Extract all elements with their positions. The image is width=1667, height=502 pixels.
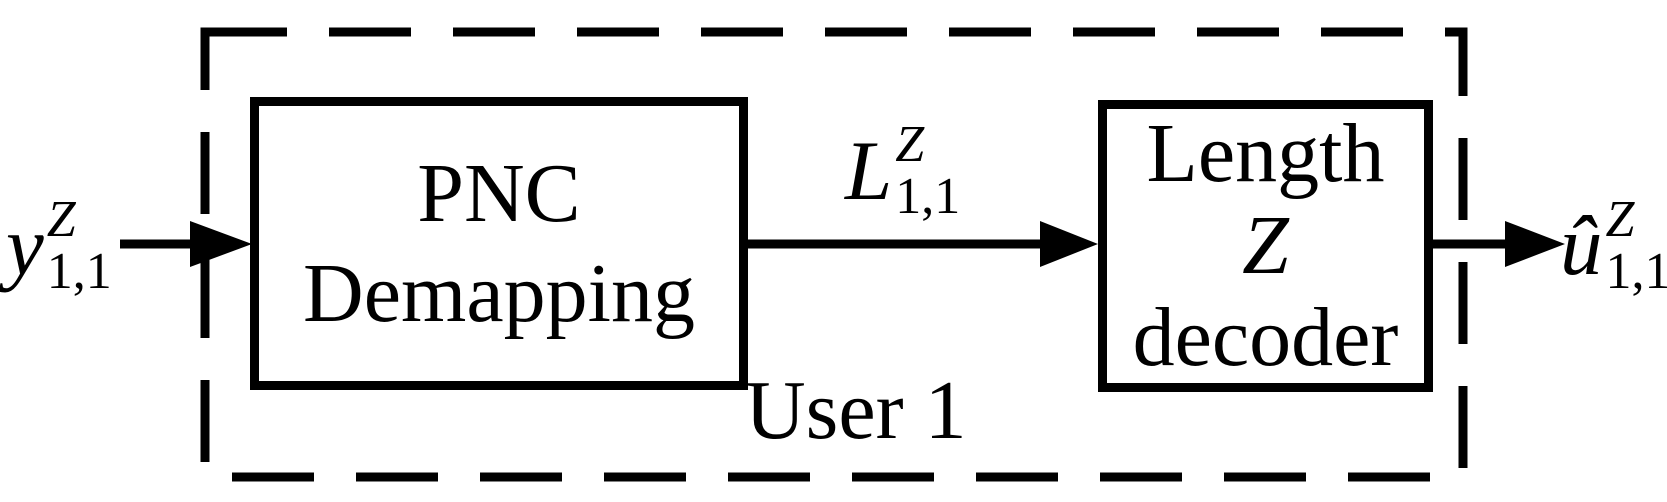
pnc-demapping-label-line1: PNC bbox=[417, 146, 581, 240]
input-signal-subscript: 1,1 bbox=[46, 243, 112, 300]
length-z-decoder-label: Length Z decoder bbox=[1133, 108, 1399, 384]
output-signal-subscript: 1,1 bbox=[1605, 243, 1667, 300]
pnc-demapping-label: PNC Demapping bbox=[303, 144, 695, 344]
user-group-label: User 1 bbox=[745, 364, 967, 457]
llr-arrow-icon bbox=[747, 221, 1098, 267]
input-arrow-icon bbox=[120, 221, 252, 267]
pnc-demapping-label-line2: Demapping bbox=[303, 246, 695, 340]
length-z-decoder-label-line2: Z bbox=[1242, 199, 1289, 292]
length-z-decoder-label-line1: Length bbox=[1146, 107, 1385, 200]
output-signal-base: û bbox=[1560, 198, 1603, 293]
llr-signal-subscript: 1,1 bbox=[895, 168, 961, 225]
pnc-demapping-block: PNC Demapping bbox=[250, 97, 748, 390]
output-signal-superscript: Z bbox=[1605, 191, 1635, 248]
input-signal-base: y bbox=[6, 198, 44, 293]
length-z-decoder-label-line3: decoder bbox=[1132, 291, 1399, 384]
output-arrow-icon bbox=[1433, 221, 1565, 267]
length-z-decoder-block: Length Z decoder bbox=[1098, 100, 1433, 392]
llr-signal-superscript: Z bbox=[895, 116, 925, 173]
llr-signal-base: L bbox=[845, 123, 893, 218]
input-signal-superscript: Z bbox=[46, 191, 76, 248]
user-group-dashed-border bbox=[200, 27, 1468, 482]
